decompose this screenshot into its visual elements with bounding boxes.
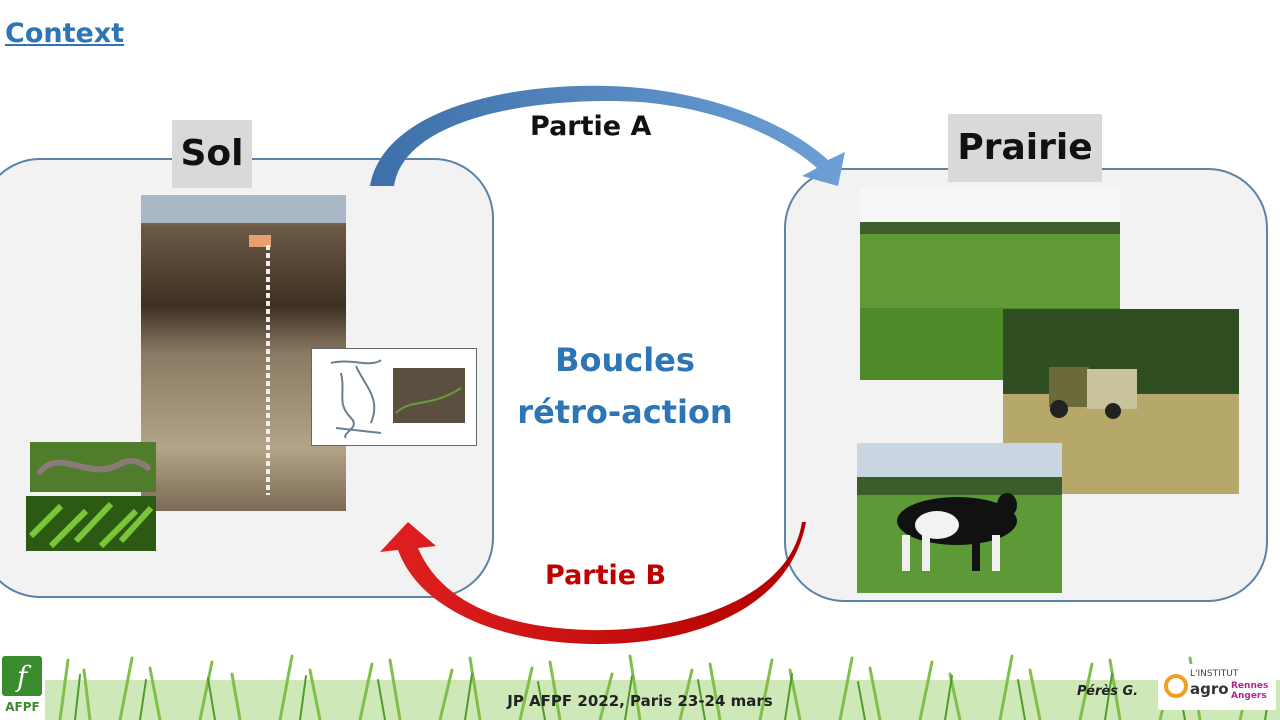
- agro-emblem-icon: [1164, 674, 1188, 698]
- author-name: Pérès G.: [1077, 684, 1139, 699]
- agro-logo-line-3: Rennes Angers: [1231, 681, 1268, 701]
- boucles-line-1: Boucles: [555, 341, 695, 379]
- earthworm-photo: [30, 442, 156, 492]
- feedback-loop-label: Boucles rétro-action: [500, 334, 750, 438]
- agro-logo-line-1: L'INSTITUT: [1190, 669, 1239, 679]
- blue-arrow-top: [370, 85, 845, 186]
- institut-agro-logo: [1158, 664, 1276, 710]
- afpf-logo: f: [0, 654, 45, 720]
- partie-b-label: Partie B: [545, 560, 667, 591]
- root-diagram: [311, 348, 477, 446]
- agro-logo-line-2: agro: [1190, 680, 1229, 698]
- leaves-photo: [26, 496, 156, 551]
- footer-conference: JP AFPF 2022, Paris 23-24 mars: [507, 692, 773, 710]
- agro-logo-rennes: Rennes: [1231, 681, 1269, 691]
- red-arrow-bottom: [380, 522, 806, 645]
- agro-logo-angers: Angers: [1231, 691, 1267, 701]
- partie-a-label: Partie A: [530, 111, 652, 142]
- boucles-line-2: rétro-action: [517, 393, 733, 431]
- afpf-logo-text: AFPF: [5, 700, 40, 714]
- sol-label: Sol: [172, 120, 252, 188]
- afpf-leaf-icon: f: [2, 656, 42, 696]
- cow-photo: [857, 443, 1062, 593]
- slide-title: Context: [5, 18, 125, 49]
- prairie-label: Prairie: [948, 114, 1102, 182]
